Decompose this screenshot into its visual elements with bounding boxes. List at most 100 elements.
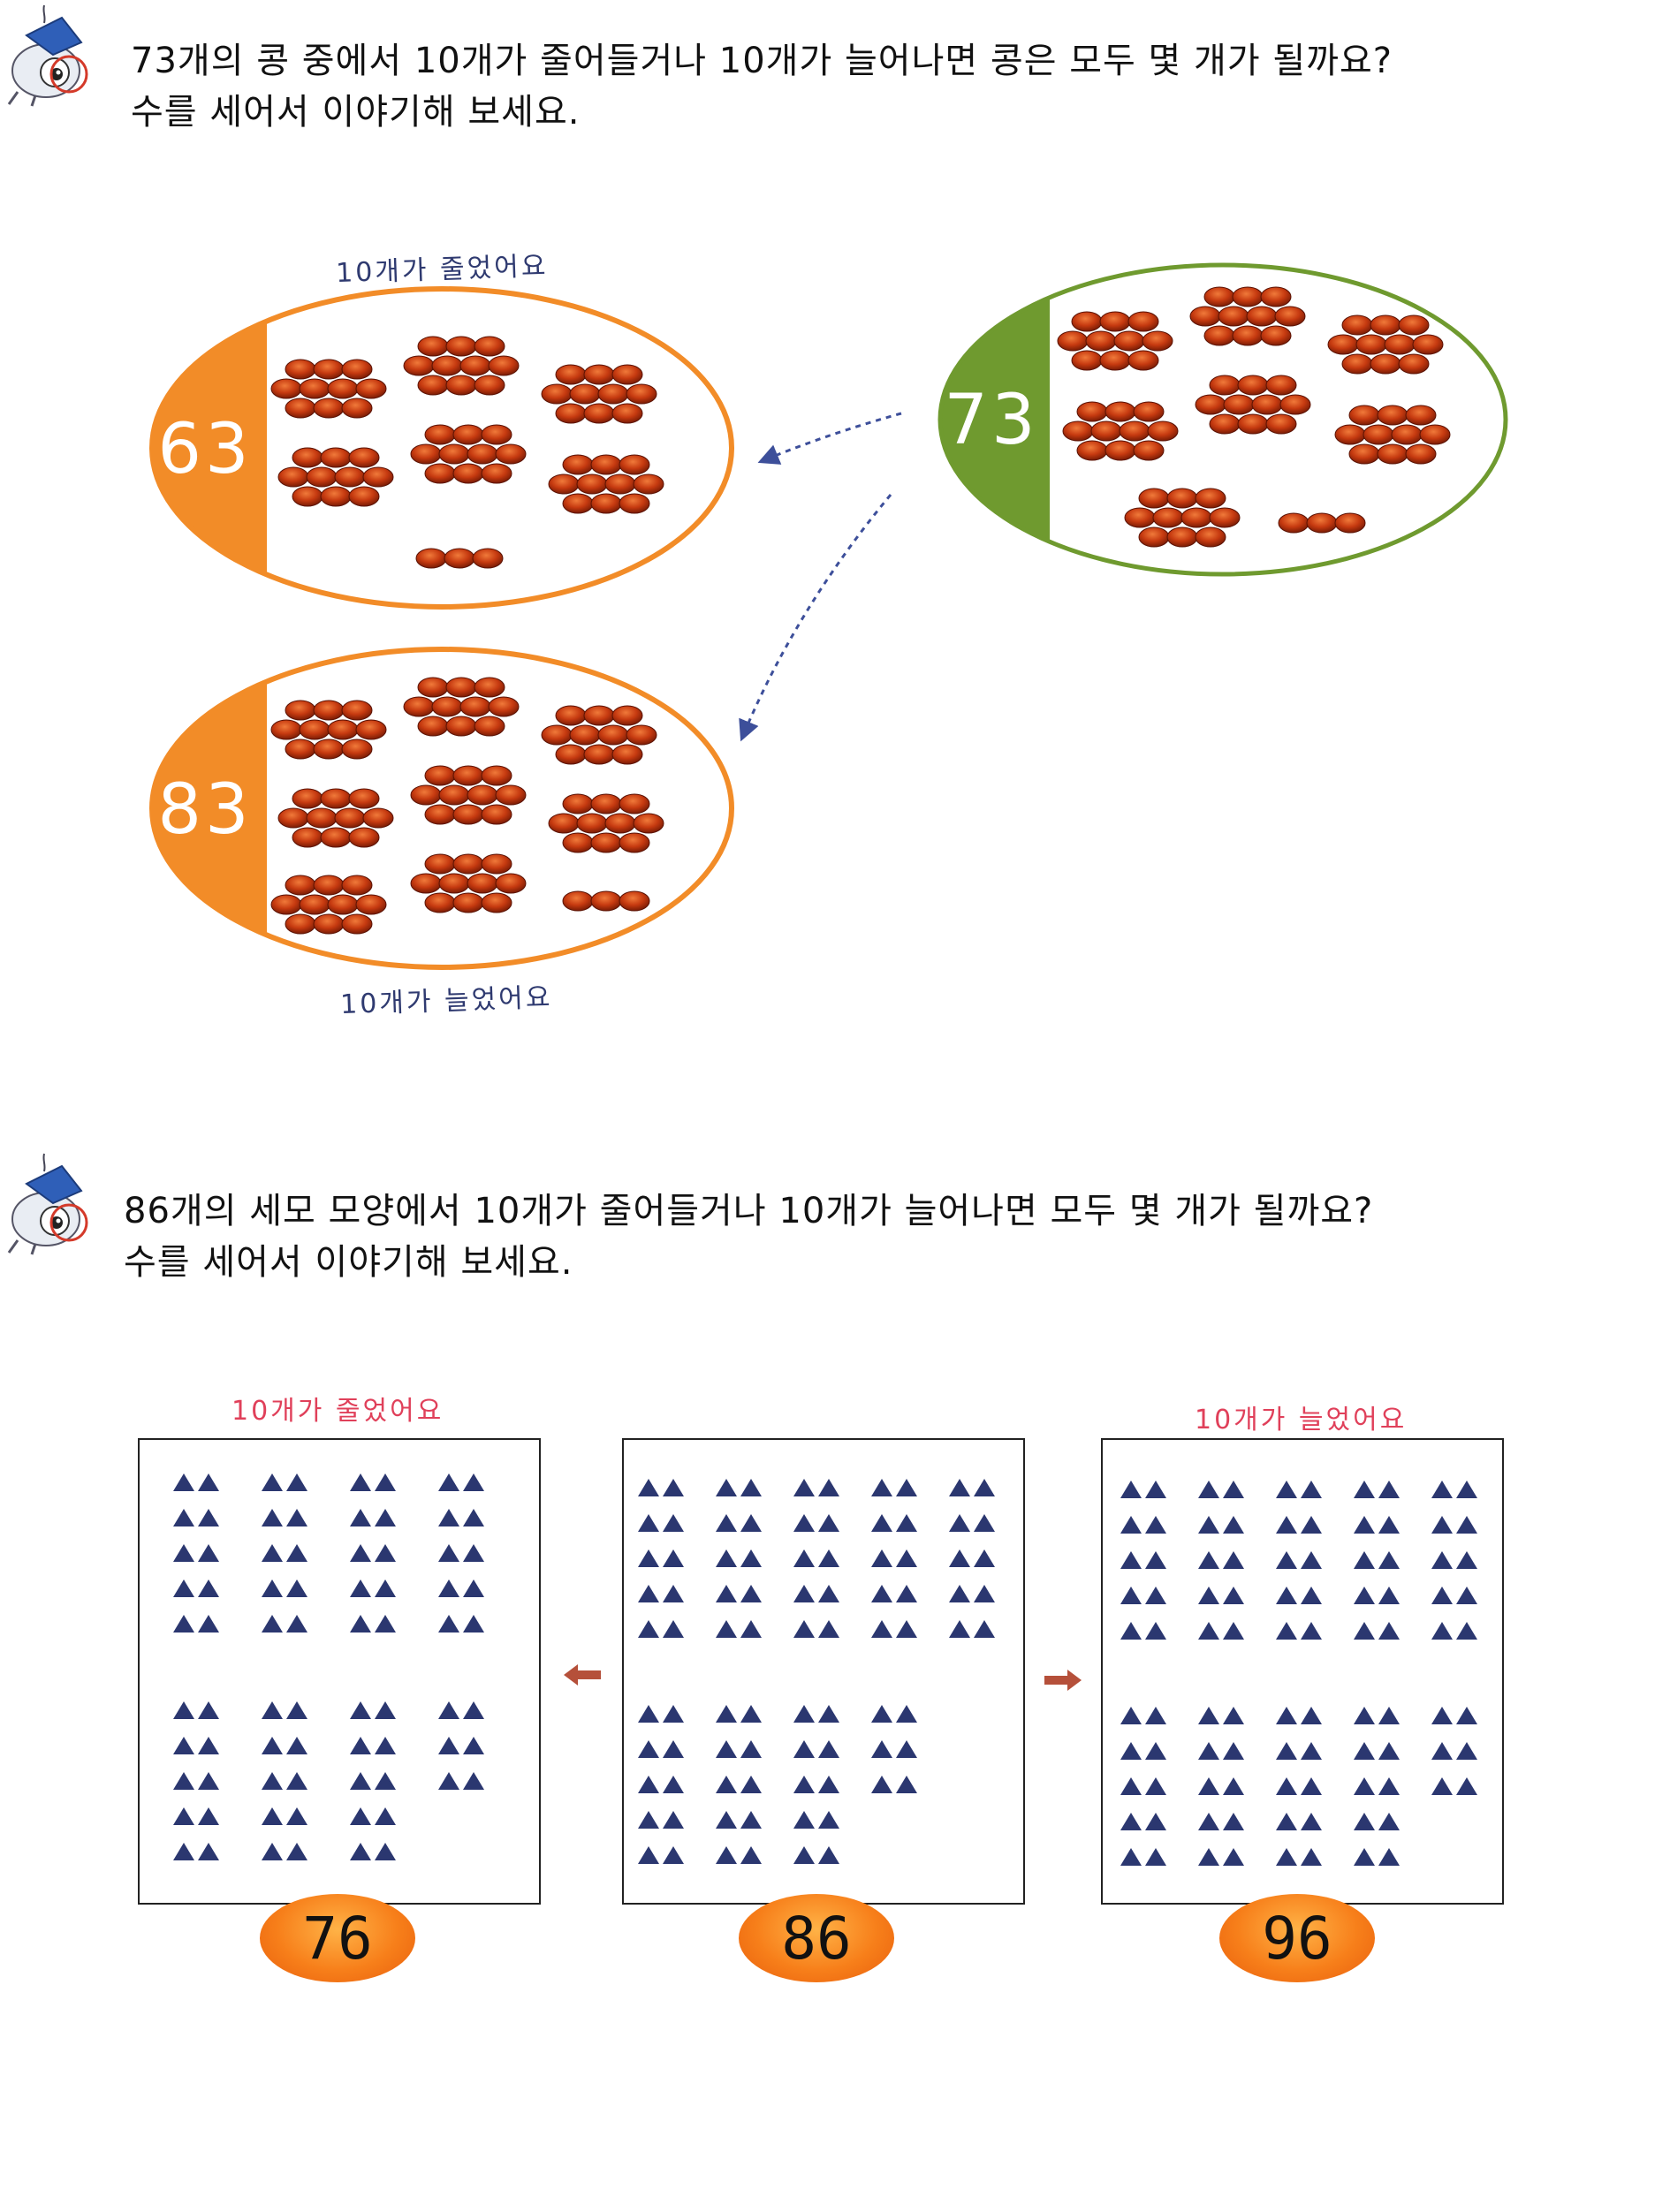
question-1-line-2: 수를 세어서 이야기해 보세요. xyxy=(131,92,581,133)
bean xyxy=(410,873,442,894)
bean xyxy=(1147,420,1179,442)
bean xyxy=(270,894,302,915)
bean xyxy=(590,493,622,514)
bean xyxy=(495,443,527,465)
bean xyxy=(1166,488,1198,509)
bean xyxy=(583,705,615,726)
bean xyxy=(481,424,512,445)
bean xyxy=(1306,512,1338,534)
bean xyxy=(619,454,650,475)
bean xyxy=(1232,325,1264,346)
bean-diagram: 63 83 73 xyxy=(149,262,1508,970)
bean xyxy=(611,364,643,385)
bean xyxy=(1327,334,1359,355)
bean xyxy=(562,454,594,475)
bean xyxy=(417,336,449,357)
bean xyxy=(320,827,352,848)
triangle-decrease-caption: 10개가 줄었어요 xyxy=(232,1396,444,1427)
bean xyxy=(1405,443,1437,465)
bean xyxy=(445,677,477,698)
bean xyxy=(562,793,594,814)
bean xyxy=(1071,350,1103,371)
bean xyxy=(1209,507,1241,528)
badge-76: 76 xyxy=(260,1894,415,1982)
bean xyxy=(1251,394,1283,415)
bean xyxy=(292,827,323,848)
oval-source-label: 73 xyxy=(944,381,1038,460)
oval-increase-label: 83 xyxy=(157,770,252,850)
bean xyxy=(541,724,573,746)
bean xyxy=(1398,353,1430,375)
bean xyxy=(403,355,435,376)
bean xyxy=(452,804,484,825)
bean xyxy=(341,875,373,896)
bean xyxy=(467,443,498,465)
bean xyxy=(495,873,527,894)
bean xyxy=(1166,526,1198,548)
bean xyxy=(1057,330,1089,352)
bean xyxy=(438,784,470,806)
bean xyxy=(306,807,338,829)
oval-source: 73 xyxy=(937,262,1508,577)
bean xyxy=(341,913,373,935)
bean xyxy=(1405,405,1437,426)
bean xyxy=(619,890,650,912)
bean xyxy=(597,383,629,405)
bean xyxy=(474,716,505,737)
bean xyxy=(285,739,316,760)
badge-96: 96 xyxy=(1219,1894,1375,1982)
bean xyxy=(445,375,477,396)
bean xyxy=(410,443,442,465)
bean xyxy=(410,784,442,806)
badge-96-value: 96 xyxy=(1262,1904,1332,1973)
bean xyxy=(495,784,527,806)
bean xyxy=(341,359,373,380)
bean xyxy=(1223,394,1255,415)
bean xyxy=(1348,405,1380,426)
bean xyxy=(1203,325,1235,346)
bean xyxy=(1209,375,1241,396)
bean xyxy=(576,813,608,834)
bean xyxy=(1127,311,1159,332)
bean xyxy=(424,804,456,825)
question-2-line-1: 86개의 세모 모양에서 10개가 줄어들거나 10개가 늘어나면 모두 몇 개… xyxy=(124,1191,1374,1231)
bean xyxy=(320,788,352,809)
bean xyxy=(1265,413,1297,435)
bean xyxy=(1133,440,1165,461)
bean xyxy=(1419,424,1451,445)
bean xyxy=(341,398,373,419)
oval-increase: 83 xyxy=(149,647,734,970)
bean xyxy=(562,832,594,853)
bean xyxy=(1195,526,1226,548)
bean xyxy=(569,724,601,746)
bean xyxy=(472,548,504,569)
bean xyxy=(1099,350,1131,371)
bean xyxy=(1260,325,1292,346)
bean xyxy=(1138,488,1170,509)
bean xyxy=(452,853,484,875)
bean xyxy=(1232,286,1264,307)
bean xyxy=(299,378,330,399)
bean xyxy=(1279,394,1311,415)
bean xyxy=(431,696,463,717)
bean xyxy=(313,913,345,935)
bean xyxy=(327,894,359,915)
bean xyxy=(1341,353,1373,375)
bean xyxy=(292,788,323,809)
bean xyxy=(1370,353,1401,375)
bean xyxy=(562,890,594,912)
bean xyxy=(1119,420,1150,442)
bean xyxy=(1398,314,1430,336)
bean xyxy=(341,700,373,721)
bean xyxy=(348,486,380,507)
bean xyxy=(348,447,380,468)
bean xyxy=(313,398,345,419)
bean xyxy=(445,336,477,357)
bean xyxy=(285,875,316,896)
bean xyxy=(403,696,435,717)
bean xyxy=(626,724,657,746)
bean xyxy=(452,424,484,445)
bean xyxy=(1377,405,1408,426)
bean xyxy=(611,744,643,765)
bean xyxy=(285,700,316,721)
